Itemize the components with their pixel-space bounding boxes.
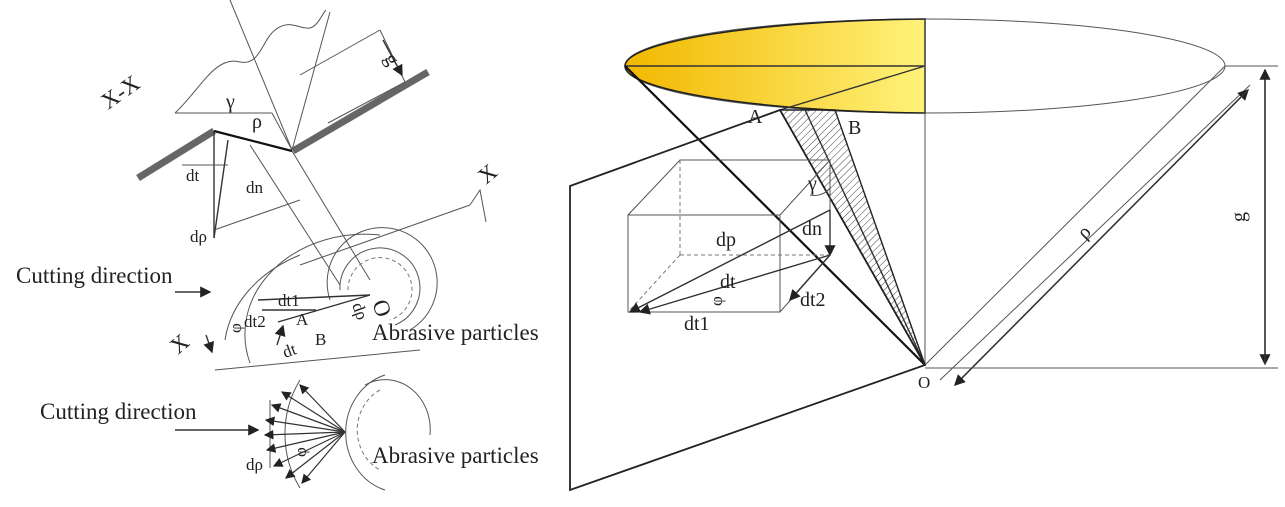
drho-rotated-label: dρ	[348, 300, 372, 322]
dt1-label-right: dt1	[684, 313, 710, 335]
cutting-direction-1: Cutting direction	[16, 263, 173, 288]
A-label: A	[296, 310, 309, 329]
dt2-label: dt2	[244, 312, 266, 331]
dt-label-right: dt	[720, 271, 736, 293]
gamma-label: γ	[225, 91, 235, 113]
B-label: B	[315, 330, 326, 349]
axis-label-bottom: X	[165, 329, 194, 359]
axis-label-top: X	[473, 159, 502, 189]
phi-2-label: φ	[291, 447, 310, 457]
B-label-right: B	[848, 117, 861, 139]
gamma-label-right: γ	[807, 173, 817, 195]
tangent-plane	[569, 108, 927, 492]
phi-label-right: φ	[707, 296, 726, 306]
force-box	[627, 159, 836, 315]
radial-arrows	[263, 384, 346, 484]
dt-upper-label: dt	[186, 166, 200, 185]
abrasive-particles-1: Abrasive particles	[372, 320, 539, 345]
cutting-direction-2: Cutting direction	[40, 399, 197, 424]
drho-lower-label: dρ	[246, 455, 263, 474]
dt1-label: dt1	[278, 291, 300, 310]
abrasive-particles-2: Abrasive particles	[372, 443, 539, 468]
chip-wave	[174, 9, 327, 114]
O-label-right: O	[918, 373, 930, 392]
workpiece-surface	[136, 68, 430, 181]
dp-label: dp	[716, 229, 736, 251]
g-label: g	[380, 50, 404, 70]
right-panel: A B γ dp dn dt φ dt1 dt2 ρ g O	[569, 18, 1278, 492]
rho-label-right: ρ	[1073, 221, 1096, 244]
phi-1-label: φ	[226, 323, 245, 333]
rho-label: ρ	[252, 111, 262, 133]
dt-lower-label: dt	[280, 339, 299, 361]
A-label-right: A	[748, 106, 763, 128]
dn-label: dn	[246, 178, 264, 197]
dt2-label-right: dt2	[800, 289, 826, 311]
left-panel: X-X X X g γ ρ dt dn dρ Cutting direction…	[16, 0, 539, 491]
dn-label-right: dn	[802, 218, 822, 240]
g-label-right: g	[1228, 212, 1250, 222]
drho-upper-label: dρ	[190, 227, 207, 246]
section-label: X-X	[97, 70, 145, 114]
O-label-left: O	[367, 296, 396, 320]
